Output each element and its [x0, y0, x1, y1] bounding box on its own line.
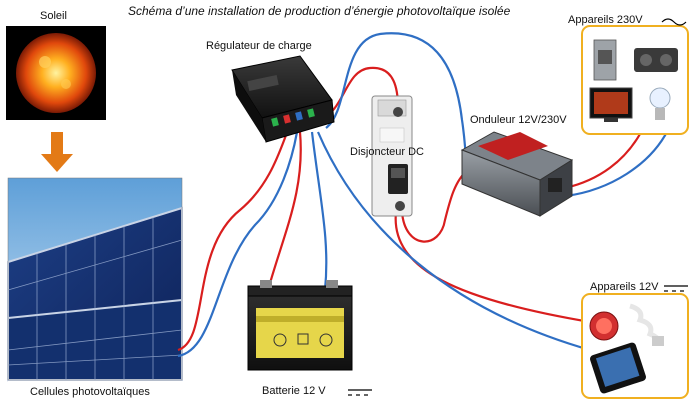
diagram-title: Schéma d’une installation de production … [128, 4, 511, 18]
sun-image [6, 26, 106, 120]
battery-image [247, 280, 353, 371]
inverter-label: Onduleur 12V/230V [470, 114, 567, 126]
wire-panel-positive [177, 129, 290, 352]
down-arrow-icon [41, 132, 73, 172]
ac-symbol [661, 18, 687, 26]
battery-label: Batterie 12 V [262, 385, 326, 397]
wire-inverter-negative [325, 32, 468, 157]
wires [177, 32, 669, 358]
wire-dc-negative [316, 131, 591, 352]
dc-symbol-12v-appliances [664, 285, 688, 292]
appliances-230v-box [581, 25, 689, 135]
wire-ac-neutral [565, 129, 669, 198]
wire-inverter-positive [400, 169, 469, 243]
dc-symbol-battery [348, 389, 372, 396]
wire-panel-negative [177, 131, 299, 358]
dc-breaker-image [371, 95, 413, 217]
inverter-image [460, 131, 574, 217]
breaker-label: Disjoncteur DC [350, 146, 424, 158]
appliances-12v-label: Appareils 12V [590, 281, 659, 293]
wire-battery-positive [266, 131, 302, 291]
wire-dc-positive [394, 211, 591, 324]
appliances-230v-label: Appareils 230V [568, 14, 643, 26]
wire-breaker-in [319, 66, 400, 122]
regulator-label: Régulateur de charge [206, 40, 312, 52]
wire-ac-phase [564, 133, 641, 190]
charge-regulator-image [231, 55, 335, 143]
panels-label: Cellules photovoltaïques [30, 386, 150, 398]
solar-panels-image [7, 177, 183, 382]
sun-label: Soleil [40, 10, 67, 22]
appliances-12v-box [581, 293, 689, 399]
wire-battery-negative [310, 131, 328, 291]
